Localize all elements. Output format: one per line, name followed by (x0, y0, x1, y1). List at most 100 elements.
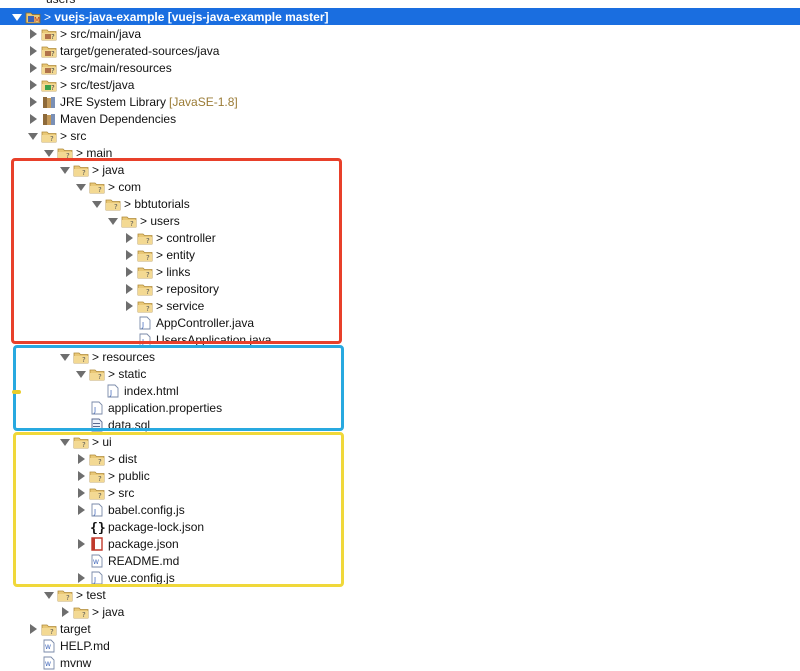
tree-row[interactable]: M> vuejs-java-example [vuejs-java-exampl… (0, 8, 800, 25)
tree-row[interactable]: ?> dist (0, 450, 800, 467)
chevron-right-icon[interactable] (123, 232, 135, 244)
tree-row[interactable]: ?> ui (0, 433, 800, 450)
git-dirty-marker: > (156, 264, 167, 279)
chevron-right-icon[interactable] (27, 28, 39, 40)
tree-row[interactable]: JRE System Library[JavaSE-1.8] (0, 93, 800, 110)
svg-text:?: ? (82, 611, 86, 619)
git-dirty-marker: > (76, 145, 87, 160)
git-dirty-marker: > (92, 162, 103, 177)
tree-row[interactable]: ?> test (0, 586, 800, 603)
chevron-down-icon[interactable] (43, 589, 55, 601)
tree-item-label: AppController.java (156, 315, 255, 330)
git-dirty-marker: > (108, 366, 119, 381)
folder-icon: ? (73, 435, 89, 449)
tree-row[interactable]: ?> src/main/resources (0, 59, 800, 76)
tree-row-clipped[interactable]: users (0, 0, 800, 7)
chevron-right-icon[interactable] (27, 79, 39, 91)
tree-row[interactable]: ?> controller (0, 229, 800, 246)
tree-row[interactable]: ?> users (0, 212, 800, 229)
chevron-right-icon[interactable] (75, 470, 87, 482)
chevron-down-icon[interactable] (59, 164, 71, 176)
tree-row[interactable]: ?> src/main/java (0, 25, 800, 42)
tree-row[interactable]: ?> java (0, 161, 800, 178)
tree-row[interactable]: ?> bbtutorials (0, 195, 800, 212)
chevron-down-icon[interactable] (43, 147, 55, 159)
tree-row[interactable]: ?> com (0, 178, 800, 195)
chevron-right-icon[interactable] (123, 249, 135, 261)
tree-item-label: data.sql (108, 417, 151, 432)
tree-row[interactable]: ?> resources (0, 348, 800, 365)
twisty-spacer (123, 334, 135, 346)
tree-row[interactable]: data.sql (0, 416, 800, 433)
svg-text:?: ? (114, 203, 118, 211)
tree-row[interactable]: ?> public (0, 467, 800, 484)
tree-item-label: src (118, 485, 135, 500)
tree-row[interactable]: ?> src (0, 127, 800, 144)
tree-row[interactable]: ?> src/test/java (0, 76, 800, 93)
chevron-down-icon[interactable] (75, 368, 87, 380)
tree-row[interactable]: ?> entity (0, 246, 800, 263)
tree-item-label: src/main/resources (70, 60, 172, 75)
svg-text:?: ? (66, 594, 70, 602)
chevron-right-icon[interactable] (75, 453, 87, 465)
chevron-down-icon[interactable] (11, 11, 23, 23)
chevron-down-icon[interactable] (27, 130, 39, 142)
chevron-right-icon[interactable] (27, 623, 39, 635)
chevron-right-icon[interactable] (27, 62, 39, 74)
tree-item-label: target (60, 621, 91, 636)
json-file-icon (89, 536, 105, 551)
chevron-right-icon[interactable] (123, 300, 135, 312)
git-dirty-marker: > (60, 128, 71, 143)
tree-item-label: vuejs-java-example [vuejs-java-example m… (54, 9, 329, 24)
chevron-right-icon[interactable] (27, 45, 39, 57)
tree-row[interactable]: ?> repository (0, 280, 800, 297)
text-file-icon: W (41, 656, 57, 670)
chevron-down-icon[interactable] (59, 436, 71, 448)
twisty-spacer (75, 555, 87, 567)
chevron-right-icon[interactable] (123, 266, 135, 278)
chevron-down-icon[interactable] (91, 198, 103, 210)
chevron-right-icon[interactable] (27, 96, 39, 108)
tree-row[interactable]: ?target/generated-sources/java (0, 42, 800, 59)
chevron-right-icon[interactable] (27, 113, 39, 125)
tree-row[interactable]: {}package-lock.json (0, 518, 800, 535)
chevron-right-icon[interactable] (59, 606, 71, 618)
git-dirty-marker: > (156, 247, 167, 262)
chevron-down-icon[interactable] (75, 181, 87, 193)
svg-text:?: ? (66, 152, 70, 160)
tree-row[interactable]: ?target (0, 620, 800, 637)
tree-row[interactable]: ?> src (0, 484, 800, 501)
tree-item-label: Maven Dependencies (60, 111, 177, 126)
tree-row[interactable]: ?> static (0, 365, 800, 382)
chevron-down-icon[interactable] (107, 215, 119, 227)
chevron-right-icon[interactable] (75, 538, 87, 550)
svg-text:?: ? (98, 186, 102, 194)
chevron-right-icon[interactable] (123, 283, 135, 295)
chevron-down-icon[interactable] (59, 351, 71, 363)
tree-row[interactable]: ?> main (0, 144, 800, 161)
svg-text:?: ? (98, 475, 102, 483)
tree-item-label: users (46, 0, 75, 6)
tree-row[interactable]: ?> links (0, 263, 800, 280)
chevron-right-icon[interactable] (75, 487, 87, 499)
tree-item-label: public (118, 468, 150, 483)
library-icon (41, 95, 57, 109)
chevron-right-icon[interactable] (75, 572, 87, 584)
tree-row[interactable]: Maven Dependencies (0, 110, 800, 127)
svg-text:{}: {} (90, 521, 105, 534)
chevron-right-icon[interactable] (75, 504, 87, 516)
svg-text:?: ? (98, 458, 102, 466)
git-dirty-marker: > (92, 604, 103, 619)
tree-row[interactable]: ?> service (0, 297, 800, 314)
tree-row[interactable]: ?> java (0, 603, 800, 620)
tree-row[interactable]: package.json (0, 535, 800, 552)
